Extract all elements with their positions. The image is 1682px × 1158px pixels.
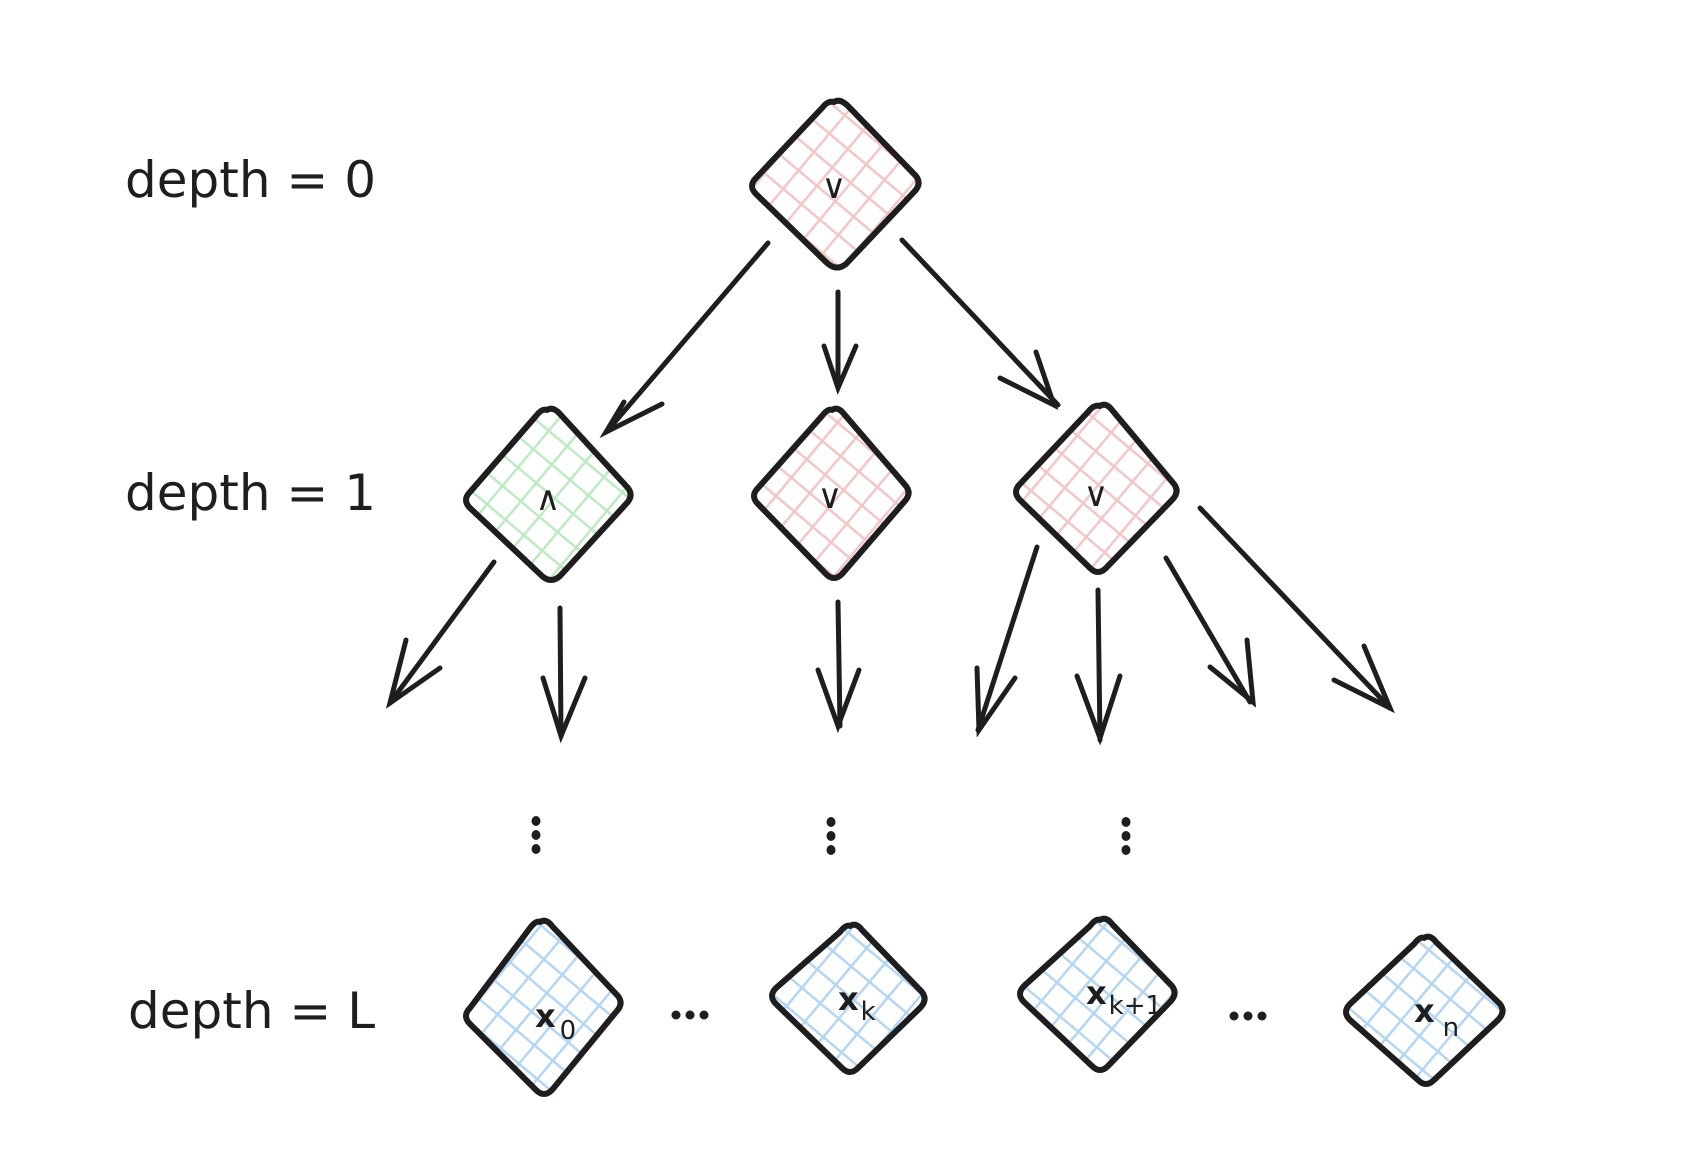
vertical-ellipsis-right <box>1121 817 1131 855</box>
node-and: ∧ <box>463 405 634 583</box>
edge-root-to-or-mid <box>821 289 859 396</box>
vertical-ellipsis-middle <box>826 817 836 855</box>
edge-or-right-left <box>974 544 1040 738</box>
edge-and-down <box>540 605 588 744</box>
node-leaf-xk1: xk+1 <box>1017 915 1178 1073</box>
edge-or-right-down <box>1074 587 1123 746</box>
edge-root-to-and <box>599 240 771 439</box>
node-or-mid: ∨ <box>751 405 912 581</box>
variable-label: xk+1 <box>1086 974 1162 1021</box>
horizontal-ellipsis-left <box>671 1010 709 1020</box>
or-symbol: ∨ <box>1084 475 1109 515</box>
vertical-ellipsis-left <box>531 816 541 854</box>
depth-label-L: depth = L <box>128 982 375 1040</box>
or-symbol: ∨ <box>818 477 843 517</box>
or-symbol: ∨ <box>822 167 847 207</box>
edge-or-right-far-right <box>1197 505 1395 714</box>
edge-or-mid-down <box>815 599 862 734</box>
variable-label: xk <box>838 980 876 1027</box>
horizontal-ellipsis-right <box>1229 1011 1267 1021</box>
edge-root-to-or-right <box>899 237 1061 410</box>
edge-and-left <box>385 559 497 709</box>
depth-label-1: depth = 1 <box>125 464 376 522</box>
and-symbol: ∧ <box>536 479 561 519</box>
node-root-or: ∨ <box>749 97 922 271</box>
edge-or-right-down-right <box>1163 555 1257 708</box>
node-leaf-xk: xk <box>769 921 928 1075</box>
node-or-right: ∨ <box>1013 401 1180 575</box>
depth-label-0: depth = 0 <box>125 151 376 209</box>
